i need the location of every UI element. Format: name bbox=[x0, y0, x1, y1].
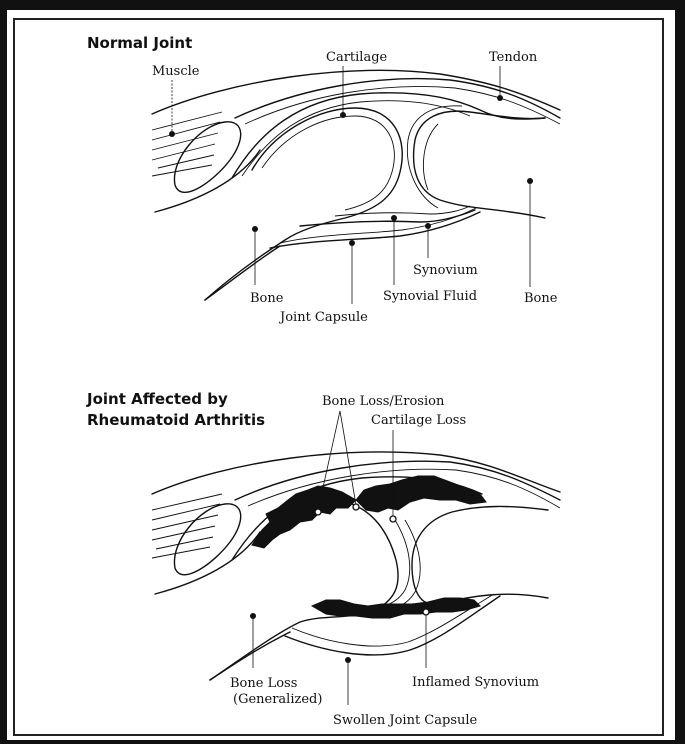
label-tendon: Tendon bbox=[489, 50, 538, 65]
erosion-lower bbox=[312, 598, 480, 618]
label-bone-loss-generalized-1: Bone Loss bbox=[230, 676, 297, 691]
label-cartilage: Cartilage bbox=[326, 50, 388, 65]
normal-left-bone-head bbox=[205, 108, 402, 300]
ra-right-bone bbox=[412, 506, 548, 604]
marker-swollen-capsule bbox=[345, 657, 351, 663]
ra-bursa bbox=[174, 504, 240, 575]
marker-synovial-fluid bbox=[391, 215, 397, 221]
label-joint-capsule: Joint Capsule bbox=[278, 310, 368, 325]
ra-heading-line1: Joint Affected by bbox=[86, 390, 228, 408]
normal-tendon-mid bbox=[235, 79, 560, 118]
marker-erosion-a bbox=[315, 509, 321, 515]
muscle-fibers bbox=[152, 112, 222, 176]
ra-left-bone-shaft bbox=[210, 632, 290, 680]
marker-erosion-b bbox=[353, 504, 359, 510]
marker-bone-right bbox=[527, 178, 533, 184]
normal-left-cartilage bbox=[262, 116, 394, 210]
normal-right-cartilage bbox=[407, 106, 462, 208]
label-bone-loss-erosion: Bone Loss/Erosion bbox=[322, 394, 445, 409]
marker-bone-left bbox=[252, 226, 258, 232]
ra-joint-drawing bbox=[152, 452, 560, 680]
marker-tendon bbox=[497, 95, 503, 101]
marker-inflamed-synovium bbox=[423, 609, 429, 615]
normal-capsule-lower bbox=[270, 212, 480, 248]
marker-muscle bbox=[169, 131, 175, 137]
ra-muscle-fibers bbox=[152, 494, 222, 558]
label-inflamed-synovium: Inflamed Synovium bbox=[412, 675, 539, 690]
normal-joint-drawing bbox=[152, 70, 560, 300]
ra-heading-line2: Rheumatoid Arthritis bbox=[87, 411, 265, 429]
label-bone-right: Bone bbox=[524, 291, 558, 306]
leader-erosion-b bbox=[340, 411, 356, 505]
label-muscle: Muscle bbox=[152, 64, 200, 79]
normal-capsule-upper bbox=[232, 93, 545, 178]
label-swollen-joint-capsule: Swollen Joint Capsule bbox=[333, 713, 478, 728]
marker-synovium bbox=[425, 223, 431, 229]
label-cartilage-loss: Cartilage Loss bbox=[371, 413, 466, 428]
marker-cartilage-loss bbox=[390, 516, 396, 522]
normal-joint-heading: Normal Joint bbox=[87, 34, 192, 52]
label-synovial-fluid: Synovial Fluid bbox=[383, 289, 477, 304]
erosion-top bbox=[356, 476, 486, 512]
label-synovium: Synovium bbox=[413, 263, 478, 278]
marker-joint-capsule bbox=[349, 240, 355, 246]
normal-bursa bbox=[174, 122, 240, 192]
label-bone-left: Bone bbox=[250, 291, 284, 306]
marker-bone-loss-generalized bbox=[250, 613, 256, 619]
normal-capsule-upper-inner bbox=[242, 101, 470, 176]
erosion-left-upper bbox=[252, 486, 356, 548]
normal-socket-inner bbox=[423, 124, 438, 190]
ra-right-cartilage-b bbox=[372, 520, 410, 609]
label-bone-loss-generalized-2: (Generalized) bbox=[233, 692, 322, 707]
normal-right-bone bbox=[414, 111, 545, 218]
marker-cartilage bbox=[340, 112, 346, 118]
